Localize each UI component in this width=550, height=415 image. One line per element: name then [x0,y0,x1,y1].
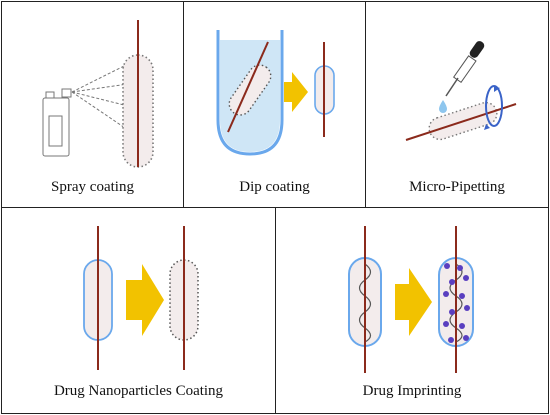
caption-spray-coating: Spray coating [51,179,134,195]
coated-wire-icon [169,226,199,370]
caption-dip-coating: Dip coating [239,179,310,195]
caption-micro-pipetting: Micro-Pipetting [409,179,505,195]
coated-wire-icon [314,42,335,137]
panel-dip-coating: Dip coating [183,1,366,208]
arrow-right-icon [284,72,308,112]
caption-nanoparticles-coating: Drug Nanoparticles Coating [53,383,224,399]
panel-spray-coating: Spray coating [1,1,184,208]
nanoparticles-coating-illustration [83,226,199,370]
arrow-right-icon [126,264,164,336]
coated-wire-icon [227,41,272,133]
pipette-icon [445,41,485,97]
dip-coating-illustration [216,30,335,156]
coated-wire-icon [83,226,113,370]
coated-wire-icon [122,20,154,168]
nanoparticle-dots [443,263,470,343]
panel-nanoparticles-coating: Drug Nanoparticles Coating [1,207,276,414]
droplet-icon [439,100,447,113]
spray-coating-illustration [42,20,154,168]
rotation-icon [484,85,503,130]
caption-drug-imprinting: Drug Imprinting [362,383,462,399]
panel-micro-pipetting: Micro-Pipetting [365,1,549,208]
spray-lines-icon [71,63,129,131]
imprinted-wire-icon [438,226,474,373]
panel-drug-imprinting: Drug Imprinting [275,207,549,414]
drug-imprinting-illustration [348,226,474,373]
arrow-right-icon [395,268,432,336]
micro-pipetting-illustration [405,41,517,141]
wavy-template-icon [348,226,382,373]
spray-can-icon [42,88,72,157]
